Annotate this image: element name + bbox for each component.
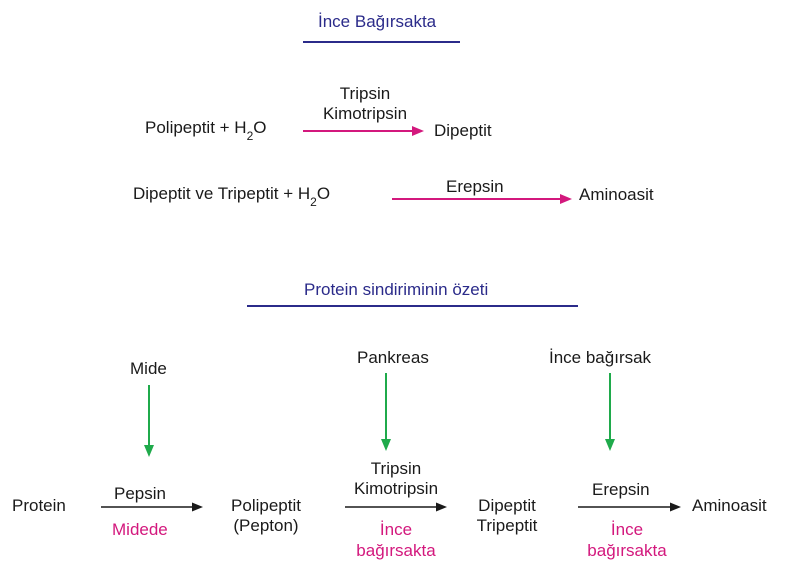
section1-title: İnce Bağırsakta (318, 12, 437, 31)
green-arrow-ince-bagirsak (605, 373, 615, 451)
location-midede: Midede (112, 520, 168, 539)
reaction1-product: Dipeptit (434, 121, 492, 140)
node-protein: Protein (12, 496, 66, 515)
black-arrow-2 (345, 502, 447, 512)
section2-title: Protein sindiriminin özeti (304, 280, 489, 299)
node-dipeptit-tripeptit: Dipeptit Tripeptit (476, 496, 538, 535)
node-polipeptit: Polipeptit (Pepton) (231, 496, 301, 535)
reaction2-enzyme: Erepsin (446, 177, 504, 196)
reaction1-reactants: Polipeptit + H2O (145, 118, 267, 143)
reaction1-enzymes: Tripsin Kimotripsin (300, 84, 430, 124)
pink-arrow-2 (392, 194, 572, 204)
section1-title-underline (303, 41, 460, 43)
green-arrow-pankreas (381, 373, 391, 451)
source-mide: Mide (130, 359, 167, 378)
enzyme-tripsin: Tripsin (339, 84, 391, 103)
enzyme-erepsin: Erepsin (592, 480, 650, 499)
black-arrow-1 (101, 502, 203, 512)
step2-location: İnce bağırsakta (356, 520, 436, 560)
reaction2-product: Aminoasit (579, 185, 654, 204)
step3-location: İnce bağırsakta (587, 520, 667, 560)
pink-arrow-1 (303, 126, 424, 136)
enzyme-pepsin: Pepsin (114, 484, 166, 503)
source-pankreas: Pankreas (357, 348, 429, 367)
green-arrow-mide (144, 385, 154, 457)
enzyme-kimotripsin: Kimotripsin (322, 104, 408, 123)
section2-title-underline (247, 305, 578, 307)
step2-enzymes: Tripsin Kimotripsin (353, 459, 439, 498)
source-ince-bagirsak: İnce bağırsak (549, 348, 652, 367)
node-aminoasit: Aminoasit (692, 496, 767, 515)
reaction2-reactants: Dipeptit ve Tripeptit + H2O (133, 184, 331, 209)
black-arrow-3 (578, 502, 681, 512)
